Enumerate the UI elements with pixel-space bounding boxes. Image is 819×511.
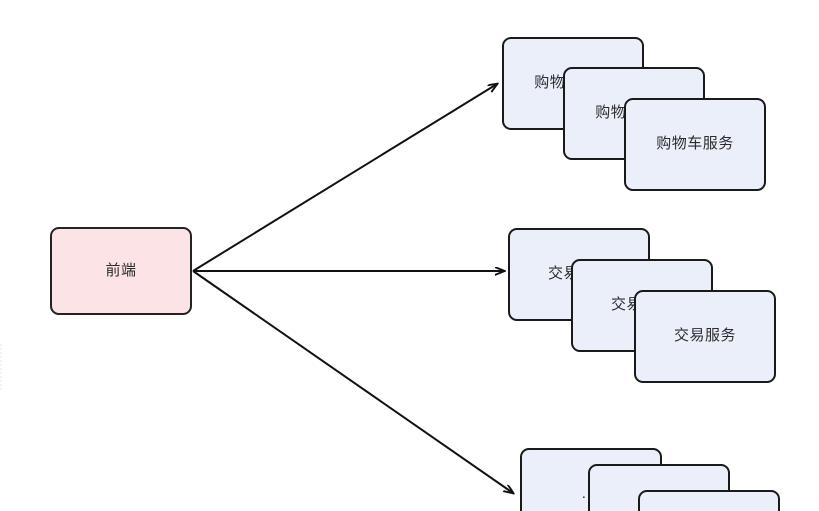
node-frontend-label: 前端	[105, 261, 137, 279]
card-other-service-3[interactable]	[638, 490, 780, 511]
card-trade-service-3[interactable]: 交易服务	[634, 290, 776, 383]
card-label: 购物车服务	[656, 135, 734, 153]
left-edge-dotted-guide	[0, 344, 6, 390]
edge-frontend-to-other	[192, 270, 513, 493]
card-label: 交易服务	[673, 327, 736, 345]
card-cart-service-3[interactable]: 购物车服务	[624, 98, 766, 191]
edge-frontend-to-cart	[192, 84, 497, 272]
node-frontend[interactable]: 前端	[50, 227, 192, 315]
